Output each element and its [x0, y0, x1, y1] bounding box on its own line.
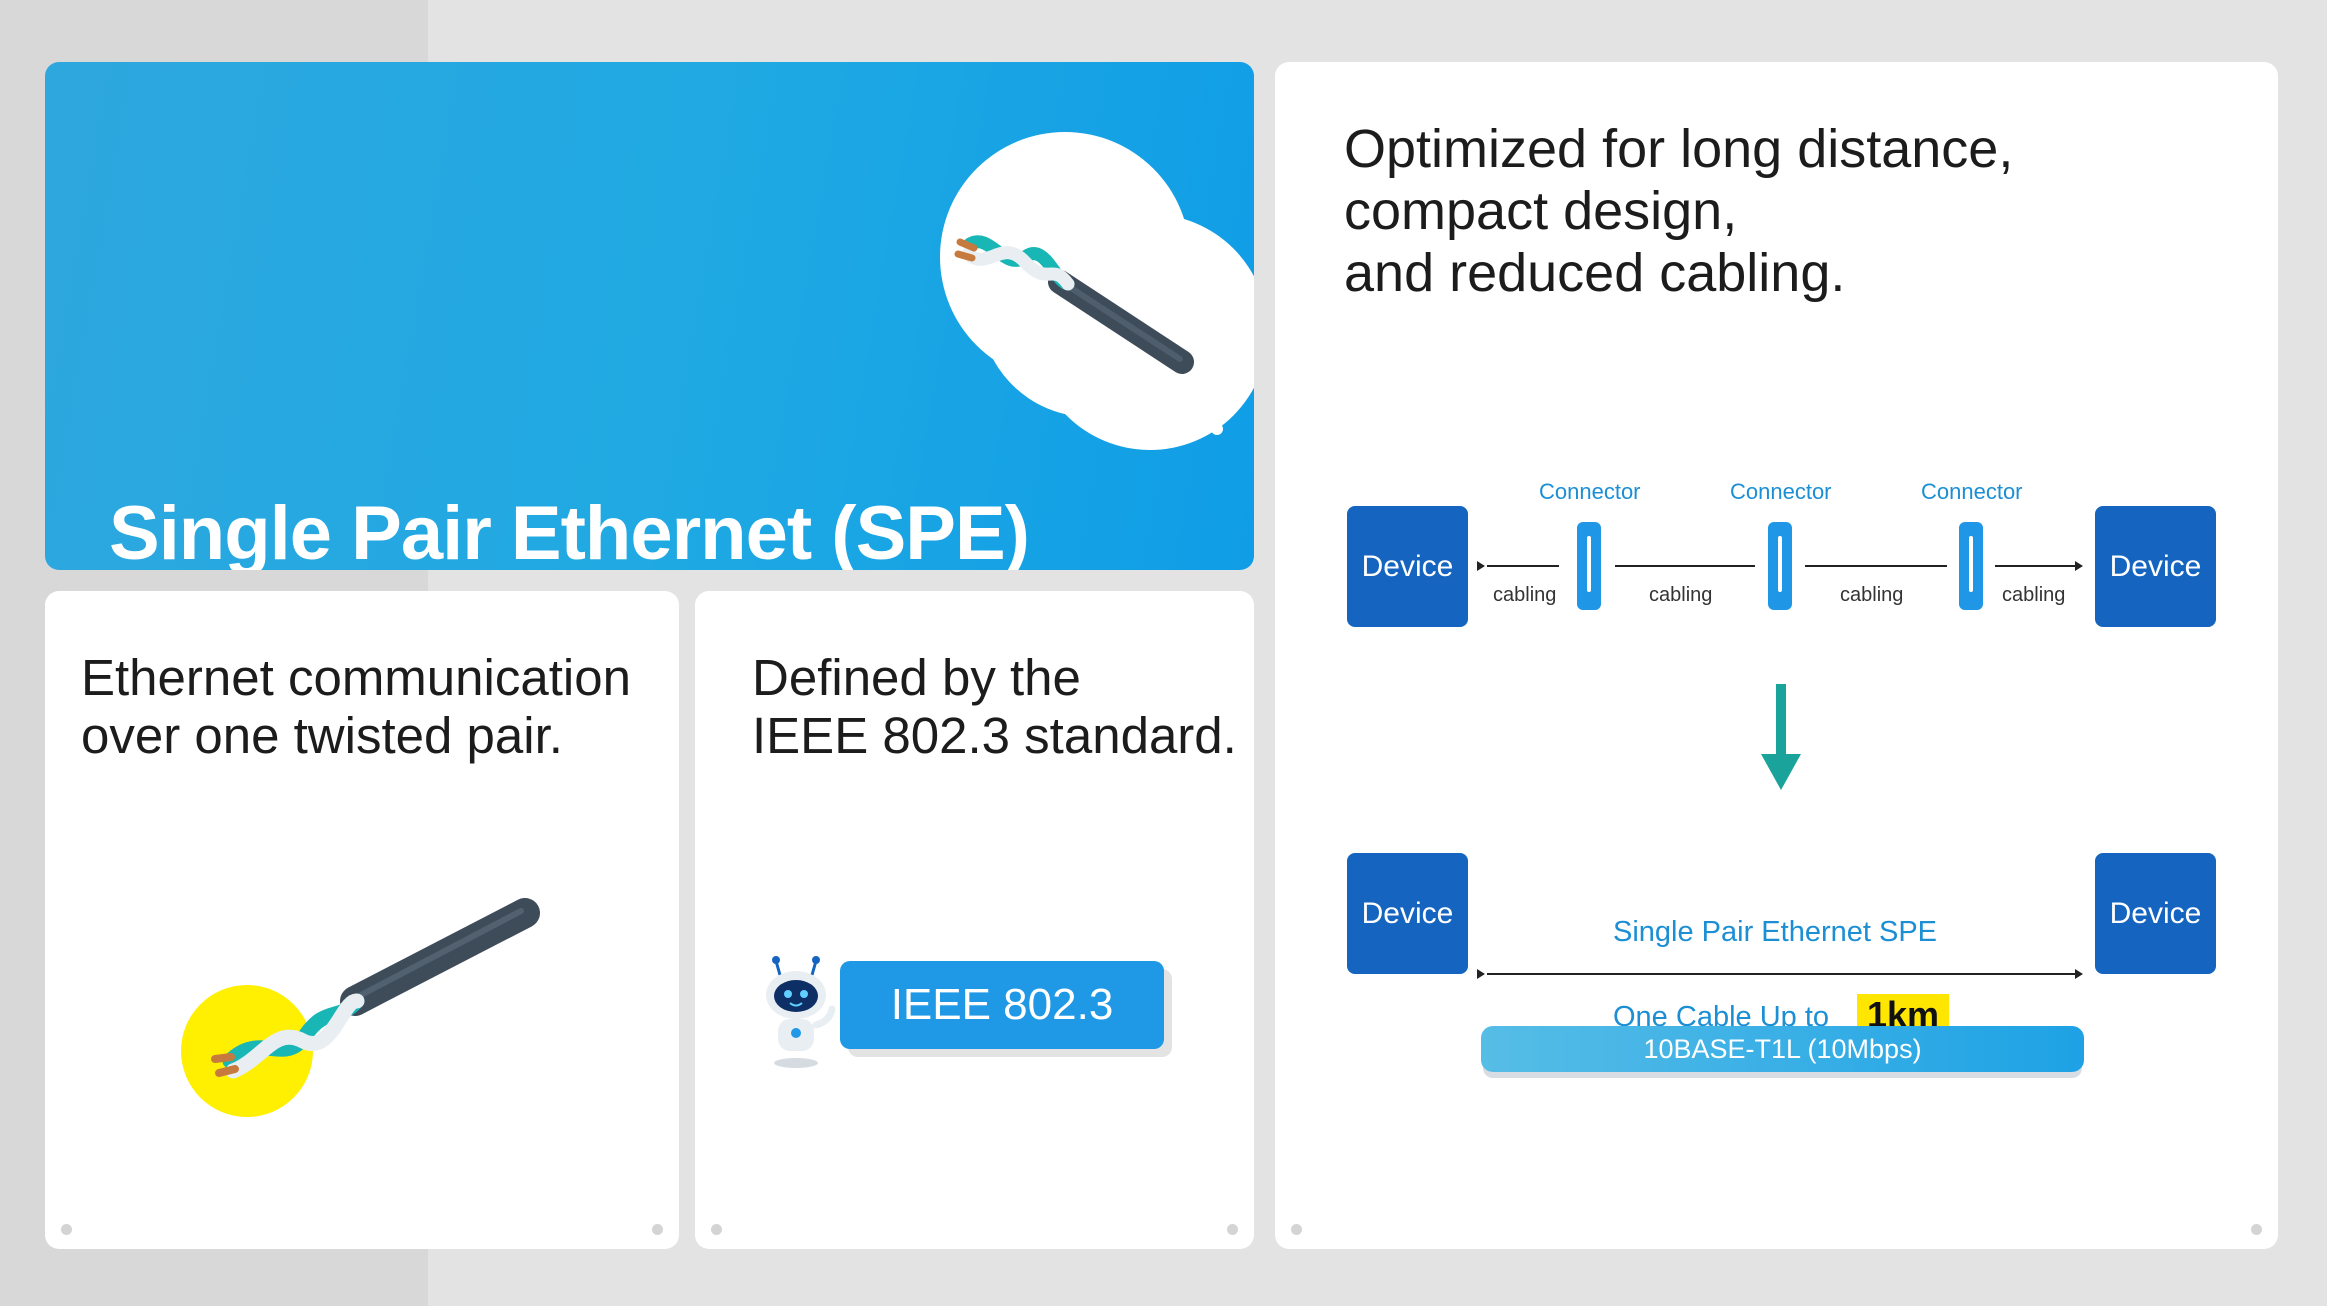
- spe-cable-line: [1487, 973, 2077, 975]
- corner-dot: [61, 1224, 72, 1235]
- cable-icon: [181, 898, 540, 1117]
- cabling-label: cabling: [2002, 584, 2066, 606]
- down-arrow-icon: [1761, 684, 1801, 790]
- optimized-card: Optimized for long distance, compact des…: [1275, 62, 2278, 1249]
- device-box: Device: [2095, 506, 2216, 627]
- connector-label: Connector: [1730, 479, 1832, 504]
- spe-label: Single Pair Ethernet SPE: [1613, 916, 1938, 948]
- corner-dot: [1291, 1224, 1302, 1235]
- cabling-line: [1615, 565, 1755, 567]
- arrowhead: [2075, 561, 2083, 571]
- robot-icon: [766, 956, 836, 1068]
- connector-bar: [1577, 522, 1601, 610]
- device-box: Device: [2095, 853, 2216, 974]
- ieee-badge: IEEE 802.3: [840, 961, 1164, 1049]
- arrowhead: [1477, 561, 1485, 571]
- arrowhead: [1477, 969, 1485, 979]
- cable-icon: [940, 132, 1254, 450]
- cabling-line: [1995, 565, 2075, 567]
- connector-label: Connector: [1539, 479, 1641, 504]
- corner-dot: [1227, 1224, 1238, 1235]
- device-box: Device: [1347, 506, 1468, 627]
- ieee-card: Defined by the IEEE 802.3 standard. IEEE…: [695, 591, 1254, 1249]
- hero-card: Single Pair Ethernet (SPE): [45, 62, 1254, 570]
- connector-bar: [1768, 522, 1792, 610]
- hero-title: Single Pair Ethernet (SPE): [109, 491, 1030, 570]
- cabling-label: cabling: [1840, 584, 1904, 606]
- connector-bar: [1959, 522, 1983, 610]
- rate-bar: 10BASE-T1L (10Mbps): [1481, 1026, 2084, 1072]
- cabling-label: cabling: [1493, 584, 1557, 606]
- connector-label: Connector: [1921, 479, 2023, 504]
- ieee-text: Defined by the IEEE 802.3 standard.: [752, 649, 1237, 764]
- cabling-line: [1805, 565, 1947, 567]
- optimized-text: Optimized for long distance, compact des…: [1344, 119, 2014, 303]
- arrowhead: [2075, 969, 2083, 979]
- cabling-label: cabling: [1649, 584, 1713, 606]
- corner-dot: [2251, 1224, 2262, 1235]
- corner-dot: [711, 1224, 722, 1235]
- cabling-line: [1487, 565, 1559, 567]
- device-box: Device: [1347, 853, 1468, 974]
- twisted-pair-card: Ethernet communication over one twisted …: [45, 591, 679, 1249]
- twisted-pair-text: Ethernet communication over one twisted …: [81, 649, 631, 764]
- corner-dot: [652, 1224, 663, 1235]
